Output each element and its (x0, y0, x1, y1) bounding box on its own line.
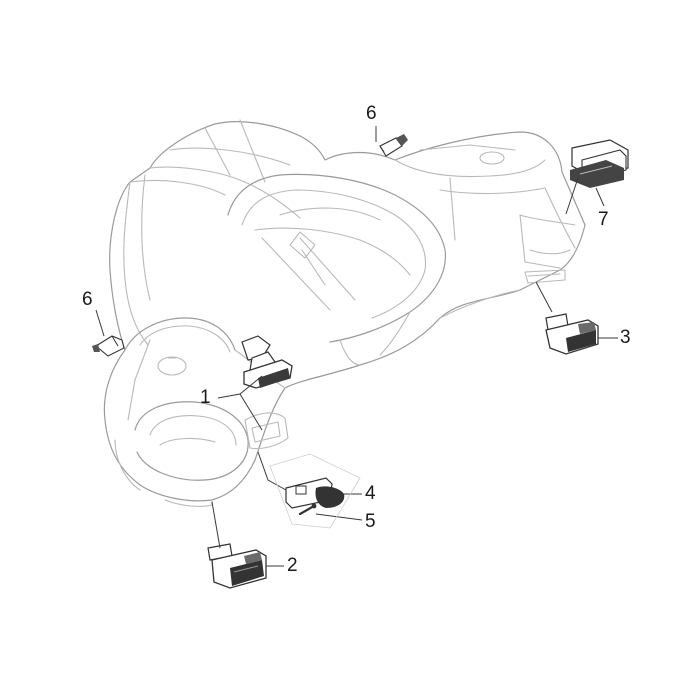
part-3-switch (545, 313, 599, 355)
part-7-switch (570, 139, 629, 188)
callout-6-upper: 6 (366, 103, 377, 124)
leader-2-part (211, 501, 221, 549)
leader-4-part (257, 451, 287, 491)
part-4-switch (285, 477, 345, 509)
callout-5: 5 (365, 511, 376, 532)
leader-5 (315, 513, 363, 521)
handlebar-cover (103, 119, 586, 507)
callout-6-left: 6 (82, 289, 93, 310)
leader-3-part (535, 281, 553, 313)
leader-lines (95, 126, 618, 567)
callout-4: 4 (365, 483, 376, 504)
callout-7: 7 (598, 209, 609, 230)
part-5-screw (298, 503, 317, 516)
callout-3: 3 (620, 327, 631, 348)
part-1-switch (241, 335, 293, 389)
callout-2: 2 (287, 555, 298, 576)
leader-6-left (95, 309, 105, 337)
part-6-bulb-left (92, 335, 125, 357)
part-6-bulb-upper (379, 134, 408, 157)
leader-7-part (565, 177, 579, 215)
leader-1-recess (239, 393, 263, 431)
callout-1: 1 (200, 387, 211, 408)
leader-7 (595, 187, 605, 207)
part-2-switch (207, 543, 267, 589)
